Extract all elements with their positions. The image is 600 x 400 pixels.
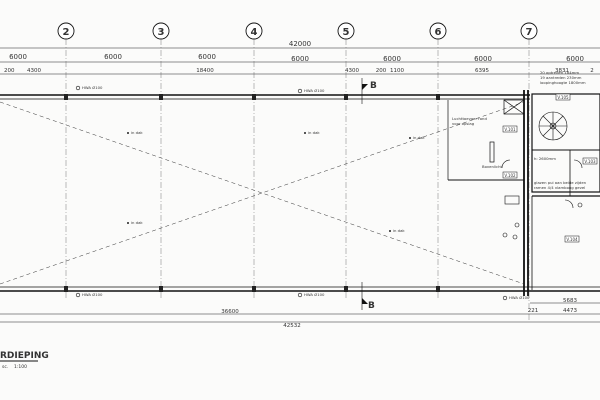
sub-dimension: 2 <box>590 68 594 74</box>
bottom-dimension: 42532 <box>283 323 301 329</box>
roof-markers <box>127 132 411 232</box>
sub-dimension: 18400 <box>196 68 214 74</box>
roof-marker-note: in dak <box>131 130 143 135</box>
svg-text:2: 2 <box>63 27 70 38</box>
room-tag-label: V.105 <box>557 95 569 100</box>
roof-drains <box>75 85 508 301</box>
section-marker-bottom: B <box>361 282 375 311</box>
roof-outline <box>0 90 530 296</box>
room-tag-label: V.104 <box>566 237 578 242</box>
height-note: h: 2600mm <box>534 156 556 161</box>
bottom-dimension: 221 <box>528 308 539 314</box>
drain-note: HWA Ø100 <box>509 295 530 300</box>
stair-note: 20 optreden 184mm <box>540 70 579 75</box>
roof-marker-note: in dak <box>131 220 143 225</box>
drain-note: HWA Ø100 <box>82 292 103 297</box>
roof-slope-lines <box>0 101 525 285</box>
roof-marker-note: in dak <box>393 228 405 233</box>
svg-text:5: 5 <box>343 27 350 38</box>
svg-text:7: 7 <box>526 27 533 38</box>
sub-dimension: 200 <box>376 68 387 74</box>
sub-dimension: 200 <box>4 68 15 74</box>
svg-text:3: 3 <box>158 27 165 38</box>
scale-label: 1:100 <box>14 364 27 370</box>
svg-text:B: B <box>368 301 375 311</box>
sub-dimension: 6395 <box>475 68 489 74</box>
sub-dimension: 3831 <box>555 68 569 74</box>
bay-dimension: 6000 <box>291 55 309 63</box>
equipment-marks <box>502 195 583 240</box>
stair-note: 19 aantreden 230mm <box>540 75 582 80</box>
overall-dimension-label: 42000 <box>289 40 311 48</box>
columns <box>64 94 440 292</box>
svg-text:4: 4 <box>251 27 258 38</box>
bay-dimension: 6000 <box>566 55 584 63</box>
bottom-dimension: 36600 <box>221 309 239 315</box>
dimension-chain-top <box>0 47 600 75</box>
room-tag-label: V.103 <box>584 159 596 164</box>
drawing-title: RDIEPING sc. 1:100 <box>0 351 49 370</box>
facade-note: glazen pui aan beide zijden <box>534 180 587 185</box>
stair-note: loopinghoogte 1800mm <box>540 80 586 85</box>
room-tags <box>502 93 598 243</box>
right-lower-walls <box>530 196 600 292</box>
bay-dimension: 6000 <box>383 55 401 63</box>
dimension-chain-bottom <box>0 302 600 323</box>
stair-core <box>501 93 600 209</box>
grid-axis-6: 6 <box>429 22 447 300</box>
bottom-dimension: 4473 <box>563 308 577 314</box>
drain-note: HWA Ø100 <box>304 88 325 93</box>
facade-note: ramen 4/4 vlamboog gevel <box>534 185 585 190</box>
grid-axis-2: 2 <box>57 22 75 300</box>
sub-dimension: 4300 <box>345 68 359 74</box>
section-marker-top: B <box>361 78 377 104</box>
bay-dimension: 6000 <box>104 53 122 61</box>
room-tag-label: V.102 <box>504 173 516 178</box>
storage-note: Luchttoevoer rond <box>452 116 487 121</box>
storage-note: voor opslag <box>452 121 475 126</box>
svg-text:B: B <box>370 81 377 91</box>
bay-dimension: 6000 <box>9 53 27 61</box>
svg-text:6: 6 <box>435 27 442 38</box>
scale-prefix: sc. <box>2 365 8 370</box>
drain-note: HWA Ø100 <box>304 292 325 297</box>
sub-dimension: 1100 <box>390 68 404 74</box>
roof-marker-note: in dak <box>308 130 320 135</box>
roof-marker-note: in dak <box>413 135 425 140</box>
sub-dimension: 4300 <box>27 68 41 74</box>
bottom-dimension: 5683 <box>563 298 577 304</box>
skylight-note: Bovenlicht <box>482 164 503 169</box>
grid-axis-4: 4 <box>245 22 263 300</box>
grid-axis-3: 3 <box>152 22 170 300</box>
drain-note: HWA Ø100 <box>82 85 103 90</box>
bay-dimension: 6000 <box>474 55 492 63</box>
plan-title: RDIEPING <box>0 351 49 361</box>
grid-axis-5: 5 <box>337 22 355 300</box>
storage-room <box>447 99 525 181</box>
bay-dimension: 6000 <box>198 53 216 61</box>
room-tag-label: V.101 <box>504 127 516 132</box>
grid-axis-7: 7 <box>520 22 538 320</box>
